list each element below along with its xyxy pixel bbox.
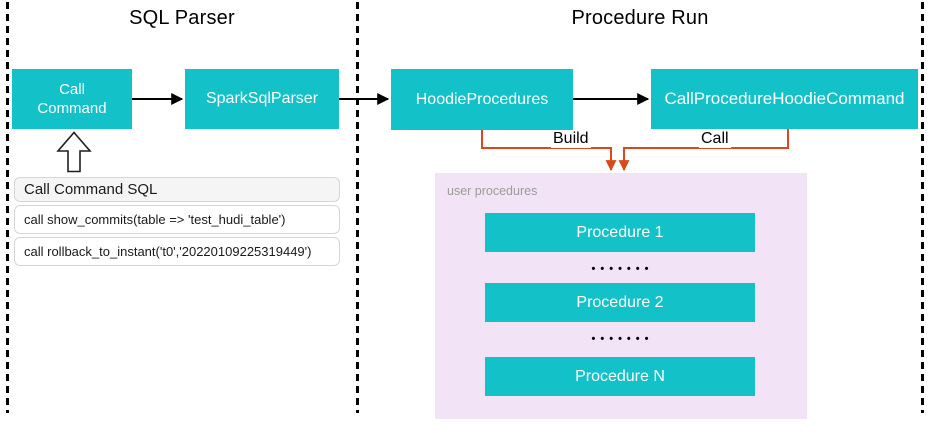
dashed-border-left (6, 2, 9, 413)
sql-example-row: call show_commits(table => 'test_hudi_ta… (14, 205, 340, 234)
sql-parser-section-title: SQL Parser (129, 7, 235, 29)
procedure-n-node: Procedure N (485, 357, 755, 396)
procedure-2-node: Procedure 2 (485, 283, 755, 322)
dashed-border-right (921, 2, 924, 413)
call-command-node: Call Command (12, 69, 132, 129)
hollow-up-arrow-icon (56, 131, 92, 173)
build-edge-label: Build (551, 130, 591, 148)
sql-panel-header: Call Command SQL (14, 177, 340, 202)
sparksqlparser-node: SparkSqlParser (185, 69, 339, 129)
procedure-run-section-title: Procedure Run (571, 7, 709, 29)
callprocedurehoodiecommand-node: CallProcedureHoodieCommand (651, 69, 918, 129)
dashed-border-middle (356, 2, 359, 413)
hoodieprocedures-node: HoodieProcedures (391, 69, 573, 130)
sql-example-row: call rollback_to_instant('t0','202201092… (14, 237, 340, 266)
user-procedures-panel: user procedures Procedure 1 ••••••• Proc… (435, 173, 807, 419)
user-procedures-label: user procedures (447, 184, 538, 198)
ellipsis-dots: ••••••• (591, 333, 654, 345)
arrow-build-connector (481, 130, 617, 172)
call-edge-label: Call (699, 130, 731, 148)
procedure-1-node: Procedure 1 (485, 213, 755, 252)
ellipsis-dots: ••••••• (591, 263, 654, 275)
